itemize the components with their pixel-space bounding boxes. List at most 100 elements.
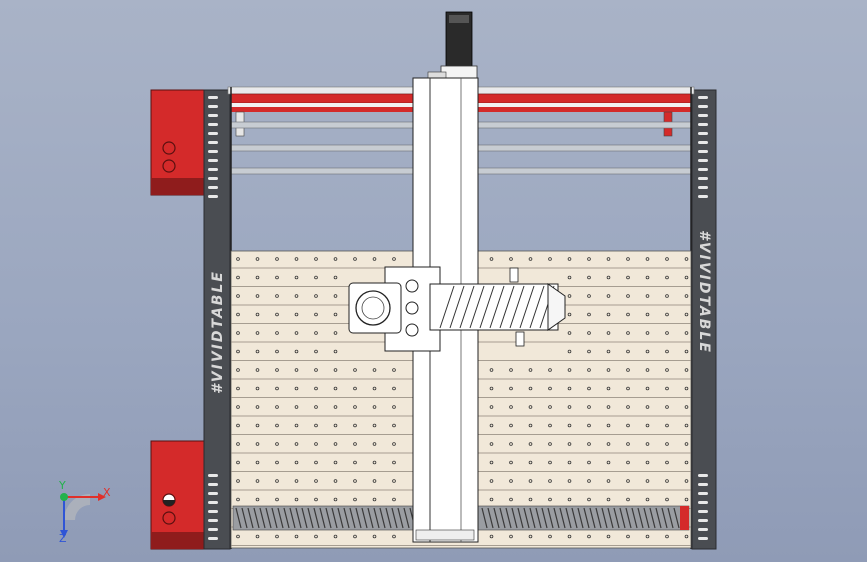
bed-hole — [236, 442, 240, 446]
left-side-rail: #VIVIDTABLE — [203, 89, 231, 550]
bed-hole — [275, 312, 279, 317]
screw-thread — [499, 507, 506, 529]
screw-thread — [355, 507, 362, 529]
screw-thread — [481, 507, 488, 529]
left-rail-slot — [208, 501, 218, 504]
bed-hole — [275, 423, 279, 428]
right-rail-slot — [698, 150, 708, 153]
bed-hole — [645, 534, 650, 539]
spindle-carriage — [348, 266, 566, 352]
bed-hole — [567, 442, 572, 446]
bed-hole — [665, 479, 669, 483]
bed-hole — [509, 534, 513, 539]
screw-thread — [253, 507, 260, 529]
bed-hole — [333, 349, 338, 354]
screw-thread — [343, 507, 350, 529]
bed-hole — [645, 460, 650, 465]
bed-hole — [587, 460, 591, 465]
bed-hole — [314, 497, 318, 502]
bed-hole — [606, 386, 611, 391]
bed-hole — [236, 479, 240, 483]
bed-hole — [567, 479, 572, 483]
screw-thread — [265, 507, 272, 529]
bed-hole — [314, 349, 318, 354]
screw-thread — [607, 507, 614, 529]
bed-hole — [255, 331, 260, 335]
bed-hole — [626, 349, 630, 354]
bed-hole — [606, 312, 611, 317]
screw-thread — [571, 507, 578, 529]
screw-thread — [259, 507, 266, 529]
bed-hole — [626, 442, 630, 446]
bed-hole — [275, 294, 279, 298]
screw-thread — [577, 507, 584, 529]
drag-chain-link — [469, 285, 485, 329]
bed-hole — [684, 460, 689, 465]
bed-hole — [509, 405, 513, 409]
bed-hole — [606, 497, 611, 502]
bed-hole — [626, 405, 630, 409]
bed-hole — [548, 257, 552, 261]
orientation-triad[interactable]: X Y Z — [58, 479, 111, 545]
screw-thread — [325, 507, 332, 529]
bed-hole — [489, 257, 494, 261]
bed-hole — [294, 368, 299, 372]
bed-hole — [665, 349, 669, 354]
bed-hole — [255, 423, 260, 428]
bed-hole — [587, 349, 591, 354]
bed-hole — [255, 368, 260, 372]
bed-hole — [606, 460, 611, 465]
bed-hole — [645, 368, 650, 372]
right-rail-slot — [698, 168, 708, 171]
bed-hole — [353, 405, 357, 409]
bed-hole — [314, 312, 318, 317]
bed-hole — [567, 312, 572, 317]
bed-hole — [606, 405, 611, 409]
bed-hole — [255, 460, 260, 465]
bed-hole — [236, 497, 240, 502]
bed-hole — [665, 275, 669, 280]
bed-hole — [392, 423, 396, 428]
bed-hole — [645, 257, 650, 261]
bed-hole — [255, 275, 260, 280]
bed-hole — [353, 497, 357, 502]
right-rail-slot — [698, 510, 708, 513]
screw-thread — [319, 507, 326, 529]
bed-hole — [587, 534, 591, 539]
bed-hole — [333, 497, 338, 502]
z-axis-label: Z — [59, 532, 67, 545]
bed-hole — [275, 405, 279, 409]
bed-hole — [684, 257, 689, 261]
left-rail-slot — [208, 492, 218, 495]
bed-hole — [294, 294, 299, 298]
bed-hole — [626, 275, 630, 280]
bed-hole — [489, 442, 494, 446]
bed-hole — [255, 386, 260, 391]
bed-hole — [314, 479, 318, 483]
bed-hole — [275, 275, 279, 280]
right-rail-slot — [698, 483, 708, 486]
bed-hole — [626, 294, 630, 298]
screw-thread — [391, 507, 398, 529]
bed-hole — [606, 534, 611, 539]
bed-hole — [606, 442, 611, 446]
bed-hole — [255, 294, 260, 298]
bed-hole — [645, 497, 650, 502]
bed-hole — [684, 368, 689, 372]
bed-hole — [275, 386, 279, 391]
bed-hole — [665, 405, 669, 409]
bed-hole — [587, 294, 591, 298]
left-rail-slot — [208, 96, 218, 99]
screw-thread — [403, 507, 410, 529]
bed-hole — [333, 331, 338, 335]
bed-hole — [626, 460, 630, 465]
bed-hole — [294, 442, 299, 446]
screw-thread — [559, 507, 566, 529]
bed-hole — [333, 442, 338, 446]
bed-hole — [294, 405, 299, 409]
bed-hole — [548, 442, 552, 446]
bed-hole — [236, 349, 240, 354]
right-rail-slot — [698, 474, 708, 477]
